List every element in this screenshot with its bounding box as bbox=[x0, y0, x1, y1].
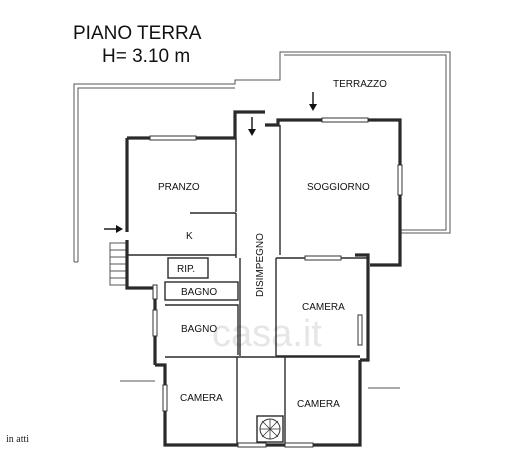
window-bagno-small bbox=[152, 284, 158, 300]
footer-text: in atti bbox=[6, 434, 29, 445]
window-camera-right bbox=[357, 314, 363, 346]
room-label-k: K bbox=[186, 231, 193, 242]
fan-icon bbox=[256, 415, 284, 443]
watermark-text: casa.it bbox=[212, 313, 322, 355]
window-camera-left bbox=[162, 384, 168, 412]
room-label-bagno: BAGNO bbox=[181, 324, 217, 335]
terrace-outline bbox=[73, 51, 451, 263]
window-soggiorno-side bbox=[397, 164, 403, 196]
room-label-disimpegno: DISIMPEGNO bbox=[255, 233, 266, 297]
window-camera-right-top bbox=[304, 255, 342, 261]
room-label-camera: CAMERA bbox=[297, 399, 340, 410]
windows bbox=[149, 117, 403, 448]
entrance-steps bbox=[109, 242, 129, 286]
room-label-terrazzo: TERRAZZO bbox=[333, 79, 387, 90]
room-label-soggiorno: SOGGIORNO bbox=[307, 182, 370, 193]
window-bagno bbox=[152, 309, 158, 337]
window-bottom-2 bbox=[284, 442, 314, 448]
room-label-camera: CAMERA bbox=[180, 393, 223, 404]
room-label-bagno: BAGNO bbox=[181, 287, 217, 298]
entrance-arrow-icon bbox=[104, 225, 123, 233]
window-soggiorno bbox=[321, 117, 369, 123]
room-label-pranzo: PRANZO bbox=[158, 182, 200, 193]
interior-walls bbox=[127, 125, 368, 445]
window-pranzo bbox=[149, 135, 197, 141]
entrance-arrow-icon bbox=[309, 92, 317, 111]
window-bottom-1 bbox=[237, 442, 267, 448]
room-label-rip: RIP. bbox=[177, 264, 195, 275]
entrance-arrow-icon bbox=[248, 117, 256, 136]
floor-title: PIANO TERRA bbox=[73, 23, 202, 44]
room-label-camera: CAMERA bbox=[302, 302, 345, 313]
ceiling-height: H= 3.10 m bbox=[102, 46, 190, 67]
ground-lines bbox=[120, 380, 400, 389]
